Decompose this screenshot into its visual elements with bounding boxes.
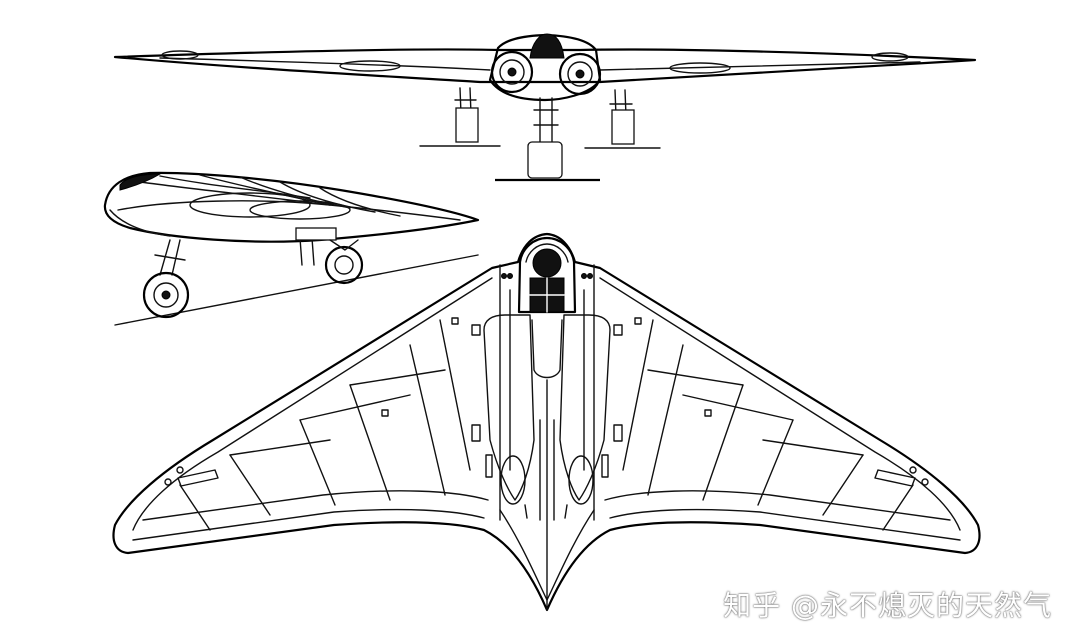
zhihu-watermark: 知乎 @永不熄灭的天然气 [723,589,1052,622]
perspective-view [103,171,480,326]
plan-view [112,232,981,612]
front-view [113,33,977,182]
